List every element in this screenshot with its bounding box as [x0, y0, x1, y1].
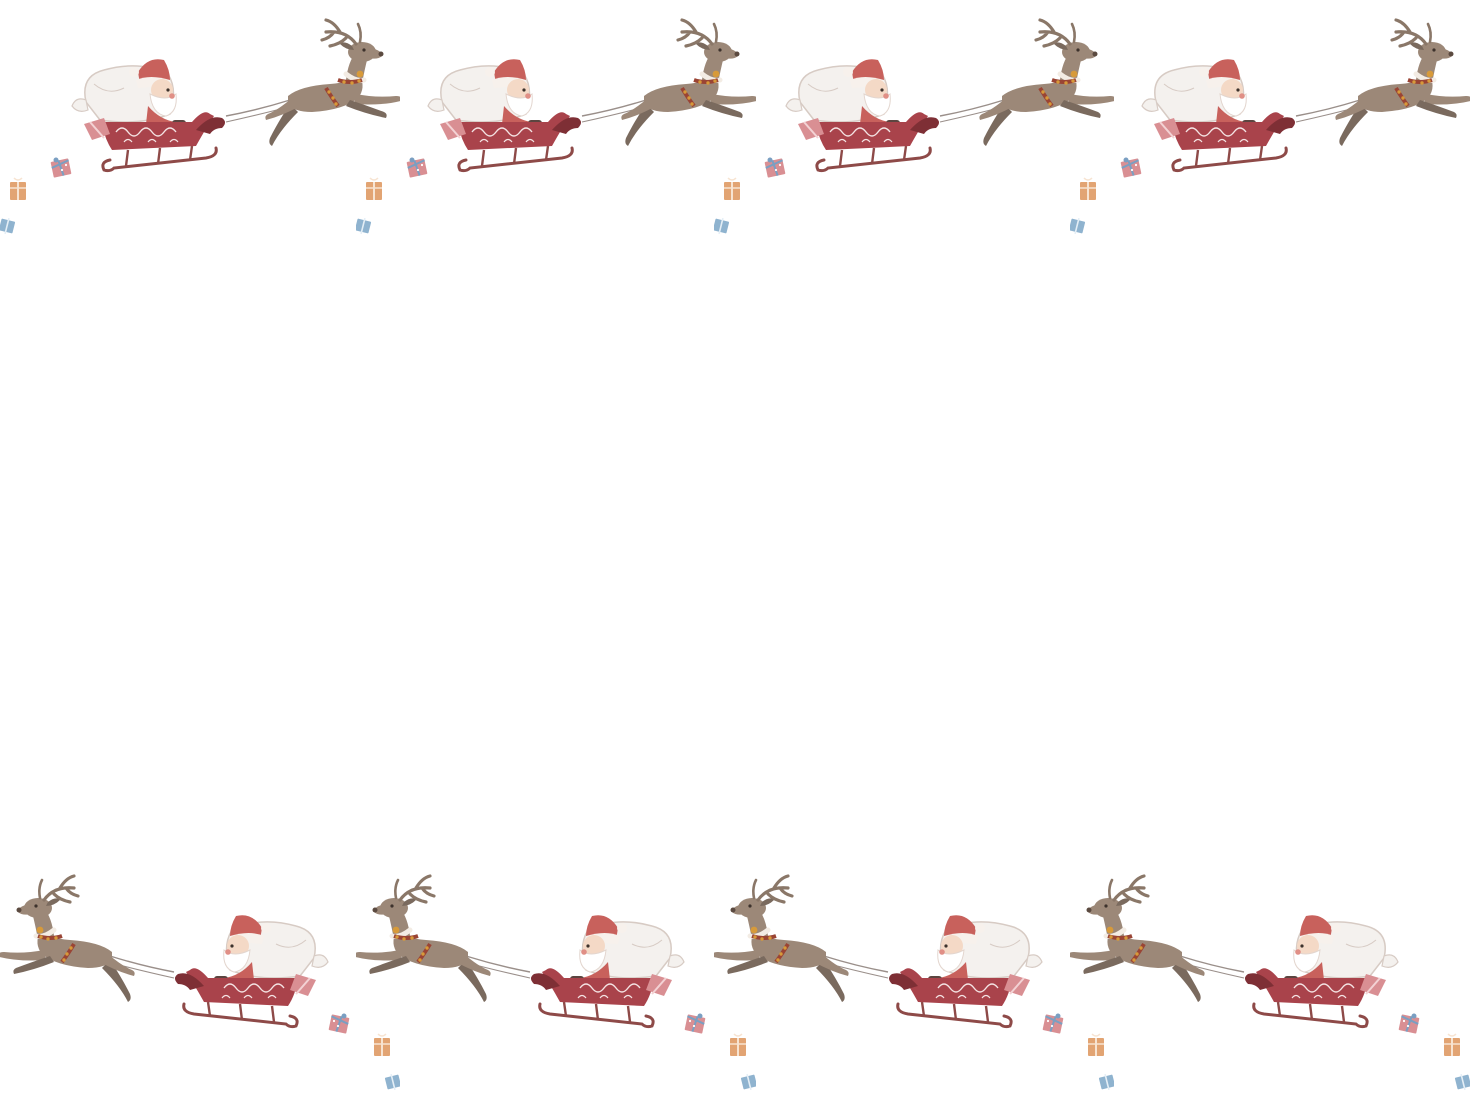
top-santa-sleigh-scene: [714, 10, 1114, 250]
reindeer-icon: [356, 874, 491, 1002]
gift-box-icon: [1120, 157, 1142, 178]
sleigh-icon: [84, 112, 225, 173]
gift-box-icon: [1080, 177, 1096, 200]
gift-box-icon: [406, 157, 428, 178]
gift-box-icon: [724, 177, 740, 200]
bottom-santa-sleigh-scene: [714, 866, 1114, 1106]
reindeer-icon: [621, 18, 756, 146]
gift-box-icon: [764, 157, 786, 178]
gift-box-icon: [0, 218, 16, 234]
top-santa-sleigh-scene: [1070, 10, 1470, 250]
gift-box-icon: [10, 177, 26, 200]
gift-box-icon: [684, 1013, 706, 1034]
gift-box-icon: [1088, 1033, 1104, 1056]
gift-box-icon: [740, 1074, 756, 1090]
reindeer-icon: [714, 874, 849, 1002]
sleigh-icon: [1154, 112, 1295, 173]
gift-box-icon: [1098, 1074, 1114, 1090]
reindeer-icon: [1070, 874, 1205, 1002]
top-santa-sleigh-scene: [0, 10, 400, 250]
bottom-decorative-border: [0, 866, 1480, 1106]
gift-box-icon: [1042, 1013, 1064, 1034]
gift-box-icon: [1454, 1074, 1470, 1090]
gift-box-icon: [714, 218, 730, 234]
reindeer-icon: [1335, 18, 1470, 146]
bottom-santa-sleigh-scene: [0, 866, 400, 1106]
gift-box-icon: [1398, 1013, 1420, 1034]
top-santa-sleigh-scene: [356, 10, 756, 250]
gift-box-icon: [384, 1074, 400, 1090]
gift-box-icon: [366, 177, 382, 200]
santa-icon: [1284, 915, 1341, 990]
top-decorative-border: [0, 10, 1480, 250]
gift-box-icon: [50, 157, 72, 178]
reindeer-icon: [979, 18, 1114, 146]
sleigh-icon: [889, 968, 1030, 1029]
gift-box-icon: [1444, 1033, 1460, 1056]
reindeer-icon: [265, 18, 400, 146]
sleigh-icon: [440, 112, 581, 173]
reindeer-icon: [0, 874, 135, 1002]
sleigh-icon: [1245, 968, 1386, 1029]
blank-page-area: [0, 260, 1480, 850]
bottom-santa-sleigh-scene: [356, 866, 756, 1106]
bottom-santa-sleigh-scene: [1070, 866, 1470, 1106]
sleigh-icon: [175, 968, 316, 1029]
sleigh-icon: [798, 112, 939, 173]
sleigh-icon: [531, 968, 672, 1029]
gift-box-icon: [730, 1033, 746, 1056]
gift-box-icon: [1070, 218, 1086, 234]
gift-box-icon: [374, 1033, 390, 1056]
gift-box-icon: [356, 218, 372, 234]
santa-icon: [129, 59, 186, 134]
gift-box-icon: [328, 1013, 350, 1034]
